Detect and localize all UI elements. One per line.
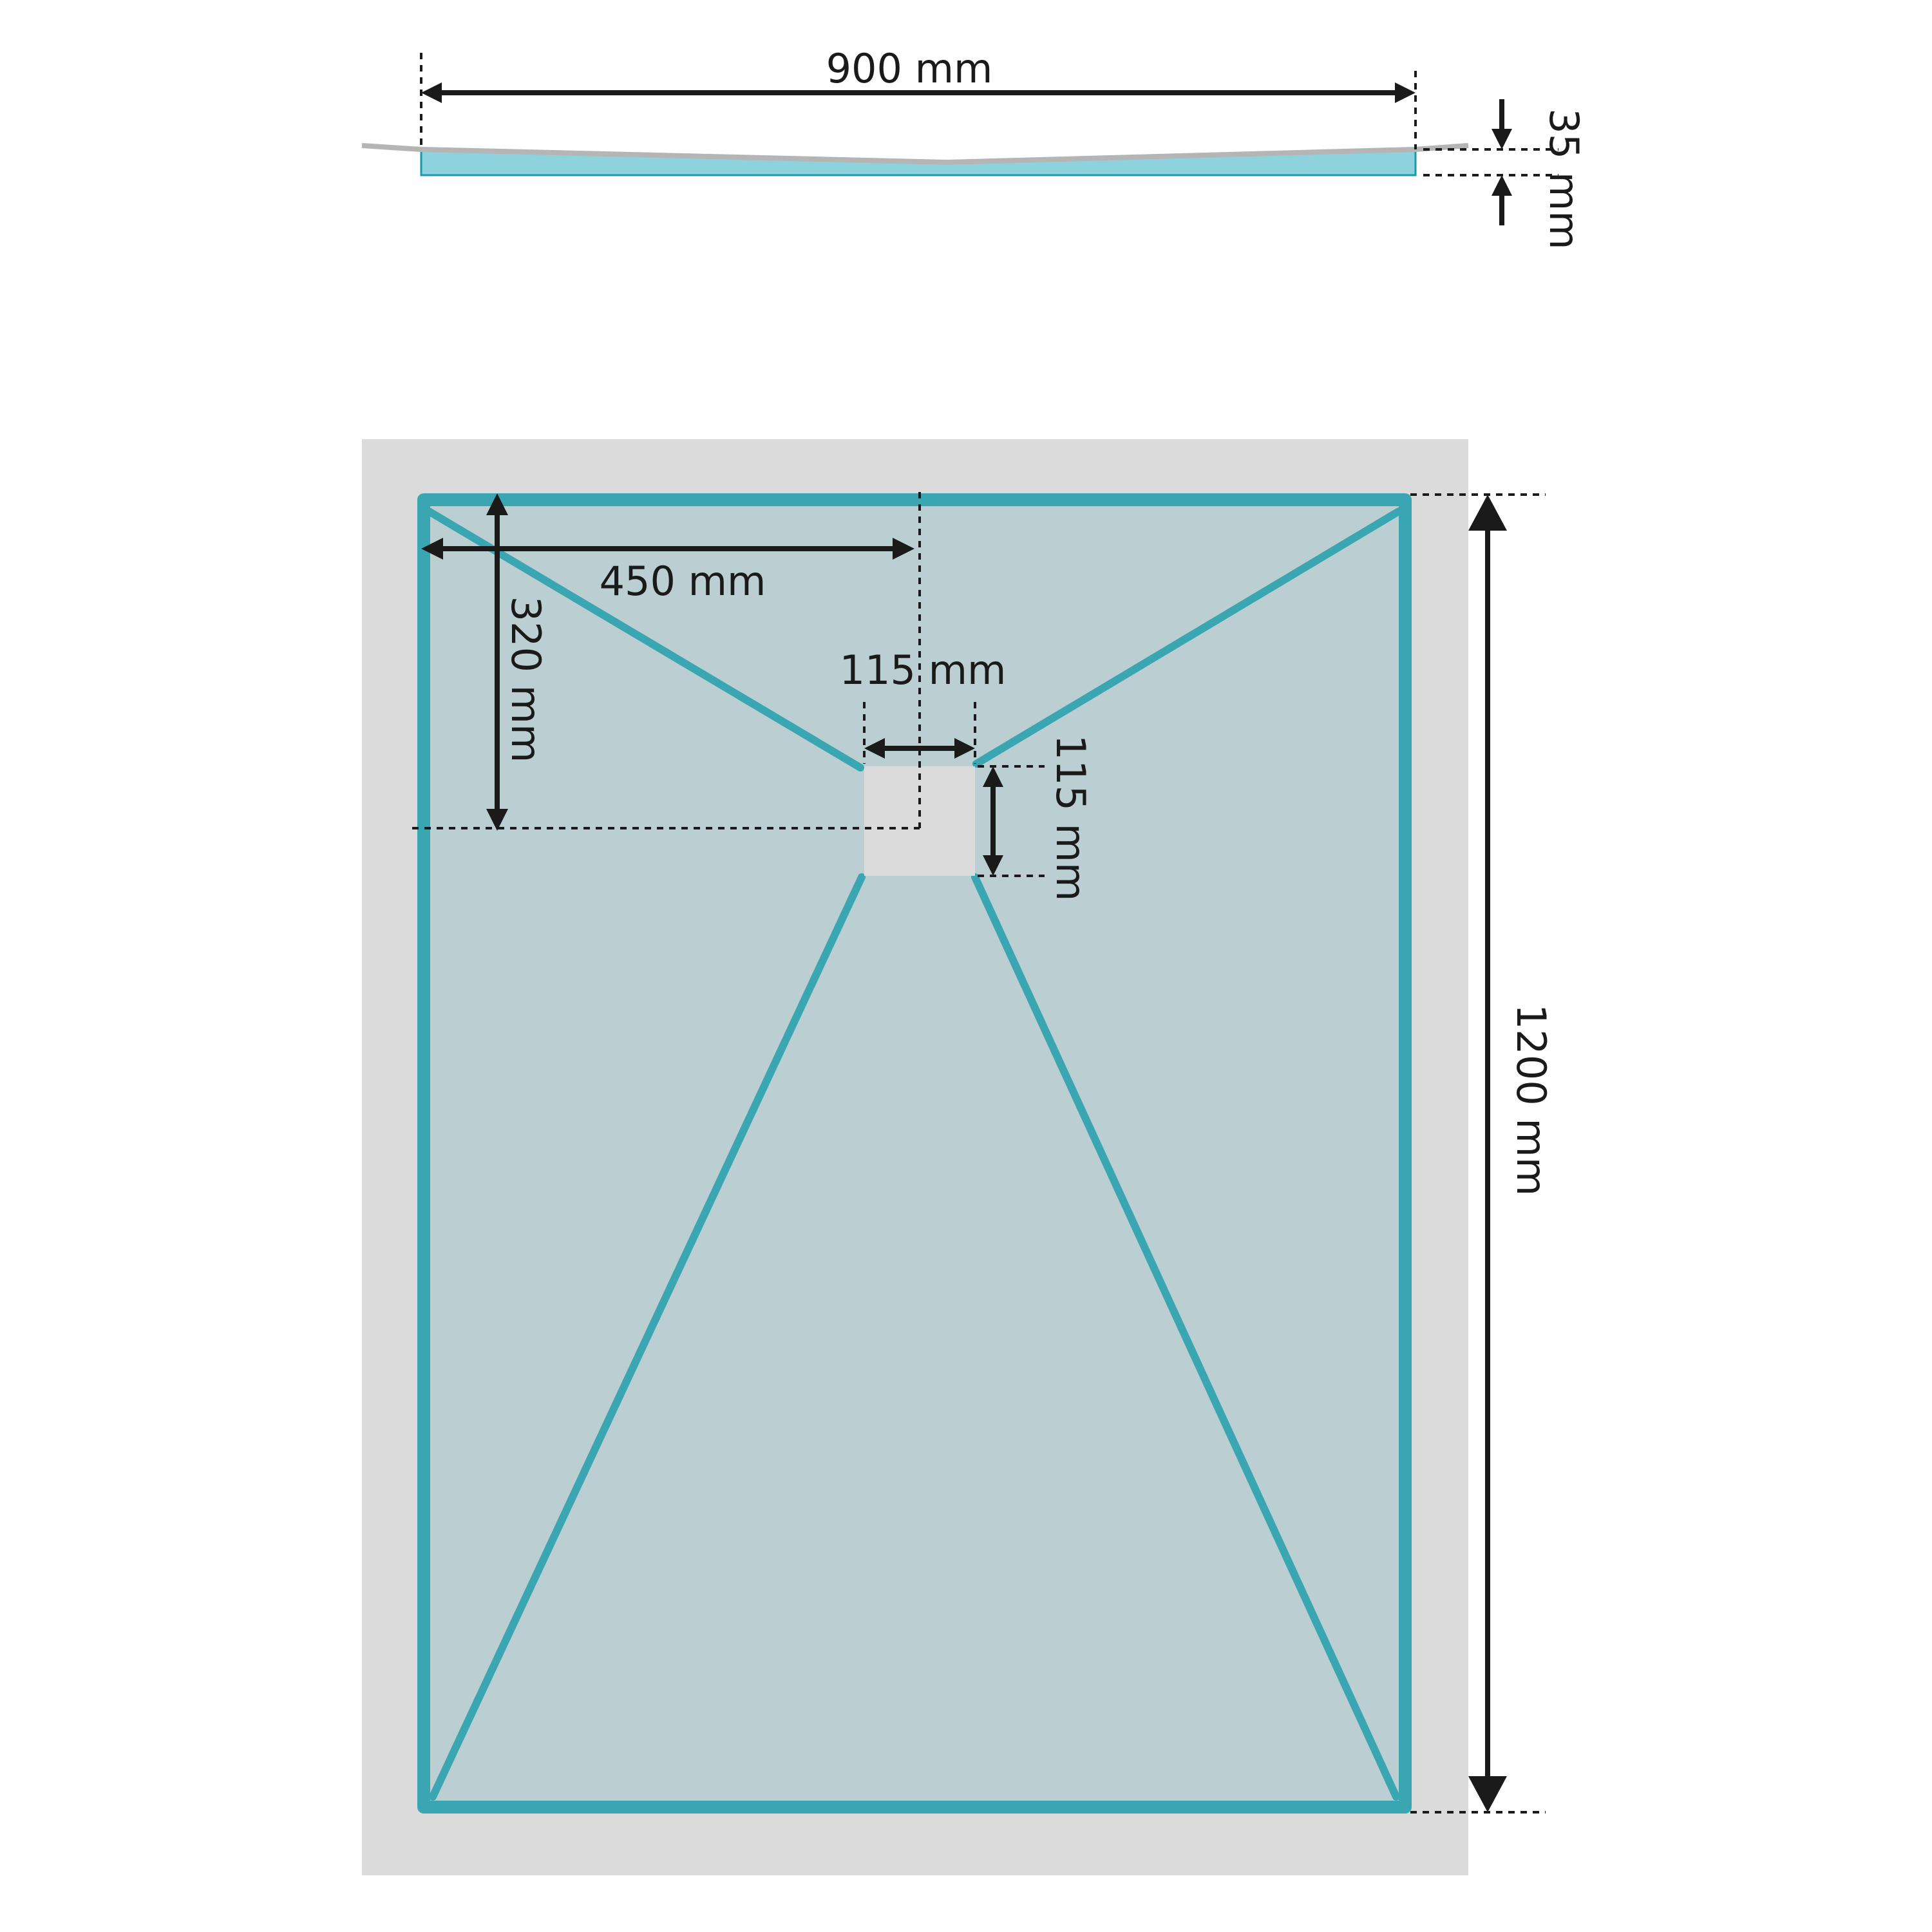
width-arrow-left: [421, 82, 442, 103]
side-profile-top-edge: [361, 143, 1469, 166]
side-view: 900 mm 35 mm: [361, 45, 1587, 250]
rib-bottom-right: [971, 873, 1400, 1801]
width-arrow-right: [1395, 82, 1416, 103]
side-height-label: 35 mm: [1540, 108, 1587, 249]
height-arrow-bottom: [1492, 175, 1512, 196]
rib-bottom-left: [429, 873, 866, 1801]
length-arrow-bottom: [1468, 1776, 1507, 1812]
drain-width-arrow-right: [954, 738, 975, 759]
drain-offset-x-label: 450 mm: [600, 558, 766, 605]
side-width-label: 900 mm: [826, 45, 993, 92]
height-arrow-top: [1492, 129, 1512, 149]
offset-x-arrow-right: [893, 538, 914, 560]
drain-width-arrow-left: [864, 738, 885, 759]
top-view: 450 mm 320 mm 115 mm 115 mm 1200 mm: [362, 439, 1555, 1875]
offset-y-arrow-top: [486, 493, 508, 515]
rib-top-right: [972, 507, 1403, 768]
drain-height-arrow-bottom: [983, 855, 1003, 876]
tray-border: [417, 493, 1412, 1814]
offset-y-arrow-bottom: [486, 809, 508, 831]
drain-offset-y-label: 320 mm: [502, 596, 549, 763]
length-arrow-top: [1468, 495, 1507, 531]
drain-height-label: 115 mm: [1047, 735, 1094, 902]
drain-cover: [864, 766, 975, 876]
drain-height-arrow-top: [983, 766, 1003, 787]
offset-x-arrow-left: [421, 538, 443, 560]
rib-top-left: [425, 507, 864, 772]
tray-length-label: 1200 mm: [1508, 1004, 1555, 1196]
drain-width-label: 115 mm: [840, 647, 1007, 694]
tray-surface: [424, 500, 1405, 1807]
